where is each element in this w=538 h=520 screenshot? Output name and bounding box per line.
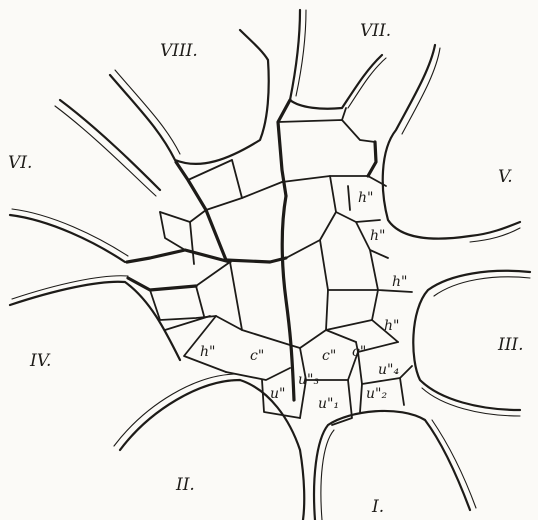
ray-outlines [10, 10, 530, 520]
cell-label-u2: u"₃ [298, 372, 319, 388]
ray-label-vi: VI. [8, 153, 32, 173]
ray-iv-outline [10, 282, 180, 360]
cell-label-h5: h" [200, 344, 215, 360]
cell-label-c3: c" [352, 344, 366, 360]
cell-label-u3: u"₁ [318, 396, 339, 412]
cell-label-u4: u"₂ [366, 386, 387, 402]
ray-label-iv: IV. [29, 351, 51, 371]
ray-label-iii: III. [497, 335, 524, 355]
cell-label-c2: c" [322, 348, 336, 364]
ray-v-outline [383, 45, 520, 239]
cell-label-h1: h" [358, 190, 373, 206]
ray-vi-outline [10, 215, 125, 262]
ray-label-i: I. [371, 497, 384, 517]
ray-i-outline [314, 411, 470, 520]
cell-label-u1: u" [270, 386, 285, 402]
ray-label-vii: VII. [360, 21, 391, 41]
cell-label-c1: c" [250, 348, 264, 364]
cell-label-u5: u"₄ [378, 362, 399, 378]
ray-label-ii: II. [175, 475, 195, 495]
ray-label-v: V. [498, 167, 513, 187]
ray-label-viii: VIII. [160, 41, 198, 61]
cell-label-h2: h" [370, 228, 385, 244]
cell-label-h4: h" [384, 318, 399, 334]
cell-label-h3: h" [392, 274, 407, 290]
